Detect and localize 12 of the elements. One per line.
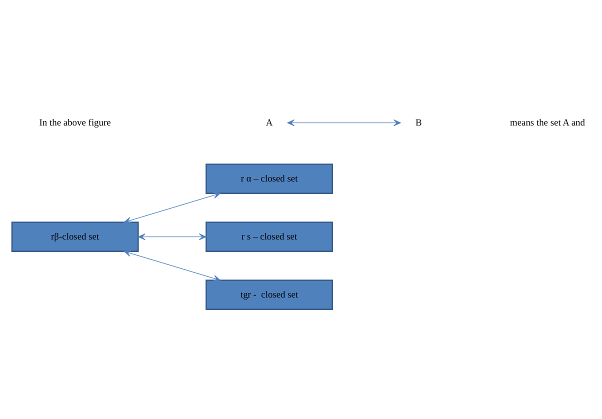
arrow — [124, 250, 221, 282]
arrow — [124, 192, 221, 224]
node-box: r α – closed set — [206, 163, 334, 194]
arrow — [287, 118, 401, 126]
node-box: rβ-closed set — [11, 221, 139, 252]
label: In the above figure — [39, 118, 111, 128]
label: means the set A and — [510, 118, 585, 128]
node-box: r s – closed set — [206, 221, 334, 252]
node-box: tgr - closed set — [206, 279, 334, 310]
arrow — [138, 232, 206, 240]
node-text: B — [416, 118, 422, 128]
node-text: A — [266, 118, 273, 128]
